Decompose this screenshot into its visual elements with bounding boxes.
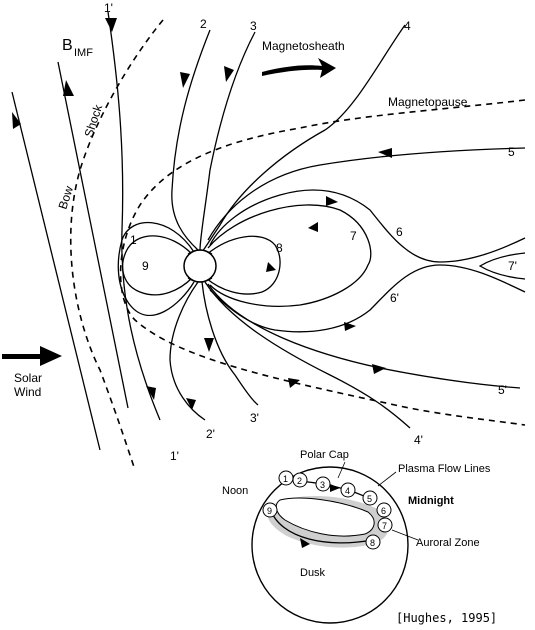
field-line-1	[117, 221, 195, 317]
line-number-1p-top: 1'	[104, 1, 113, 15]
solar-wind-arrow	[2, 346, 62, 366]
plasma-flow-lines-label: Plasma Flow Lines	[398, 463, 491, 475]
inset-circle-7	[377, 517, 393, 533]
inset-circle-4	[340, 482, 356, 498]
field-line-3p	[201, 281, 259, 406]
inset-flow-line-2	[269, 507, 373, 544]
inset-circle-label-8: 8	[370, 538, 375, 548]
line-number-6p: 6'	[390, 291, 399, 305]
line-number-4p: 4'	[414, 433, 423, 447]
line-number-1: 1	[130, 233, 137, 247]
arrow-6	[308, 222, 318, 232]
auroral-zone-pointer	[391, 529, 419, 541]
line-number-4: 4	[404, 19, 411, 33]
inset-circle-8	[365, 534, 381, 550]
field-line-4p	[204, 281, 411, 429]
inset-arrow-1	[300, 538, 310, 548]
field-line-8	[205, 235, 281, 295]
line-number-7p: 7'	[508, 259, 517, 273]
field-line-9	[122, 235, 193, 296]
field-line-5	[207, 147, 526, 241]
b-imf-label: B	[62, 37, 73, 54]
inset-circle-label-4: 4	[345, 486, 350, 496]
bow-label: Bow	[56, 184, 77, 211]
line-number-5: 5	[508, 145, 515, 159]
inset-circle-2	[292, 472, 308, 488]
imf-line-2	[57, 61, 129, 409]
arrow-3p	[204, 338, 214, 352]
inset-circle-5	[362, 490, 378, 506]
inset-circle-label-5: 5	[367, 494, 372, 504]
arrow-4p	[288, 378, 300, 388]
auroral-zone-label: Auroral Zone	[416, 537, 480, 549]
imf-arrow-1	[12, 112, 21, 129]
shock-label: Shock	[82, 102, 106, 139]
midnight-label: Midnight	[408, 495, 454, 507]
line-number-3: 3	[250, 19, 257, 33]
arrow-3	[224, 66, 234, 82]
magnetosheath-flow-arrow	[262, 58, 336, 78]
inset-arrow-2	[330, 484, 340, 492]
b-imf-subscript: IMF	[74, 47, 93, 59]
line-number-7: 7	[350, 229, 357, 243]
magnetosheath-label: Magnetosheath	[262, 39, 345, 53]
inset-circle-label-9: 9	[267, 506, 272, 516]
line-number-2p: 2'	[206, 427, 215, 441]
solar-wind-label-2: Wind	[14, 385, 41, 399]
arrow-5p	[372, 364, 386, 374]
arrow-2p	[186, 398, 196, 410]
field-line-2p	[169, 281, 206, 421]
line-number-8: 8	[276, 241, 283, 255]
inset-circle-3	[315, 476, 331, 492]
polar-cap-label: Polar Cap	[300, 449, 349, 461]
polar-cap-loop	[275, 497, 375, 537]
inset-circle-label-3: 3	[320, 480, 325, 490]
polar-cap-pointer	[337, 461, 346, 479]
inset-circle-label-2: 2	[297, 476, 302, 486]
plasma-flow-pointer	[377, 471, 397, 487]
arrow-1p-top	[105, 18, 117, 32]
citation: [Hughes, 1995]	[396, 611, 497, 625]
imf-arrow-2	[63, 80, 74, 96]
inset-circle-6	[376, 502, 392, 518]
arrow-8	[266, 262, 276, 272]
arrow-2	[180, 72, 190, 88]
arrow-7	[326, 196, 338, 206]
imf-line-1	[11, 91, 101, 451]
earth	[183, 249, 217, 283]
dusk-label: Dusk	[300, 567, 326, 579]
field-line-1p	[107, 11, 161, 421]
line-number-2: 2	[200, 17, 207, 31]
line-number-1p-bottom: 1'	[170, 449, 179, 463]
field-line-7	[207, 204, 372, 307]
polar-cap-inset: 1 2 3 4 5 6 7 8 9 Polar Cap Plasma Flow …	[222, 449, 491, 624]
field-line-3	[199, 31, 256, 251]
arrow-1p-bottom	[146, 386, 156, 400]
magnetopause	[119, 99, 526, 426]
line-number-3p: 3'	[250, 411, 259, 425]
inset-circle-label-6: 6	[381, 506, 386, 516]
field-line-7p	[478, 252, 526, 280]
imf-field-lines	[11, 61, 129, 451]
arrow-5	[378, 148, 392, 158]
field-line-6	[209, 189, 526, 263]
inset-circle-label-1: 1	[283, 474, 288, 484]
line-number-9: 9	[142, 259, 149, 273]
line-number-5p: 5'	[498, 383, 507, 397]
field-line-4	[201, 24, 406, 253]
inset-circle-label-7: 7	[382, 521, 387, 531]
solar-wind-label-1: Solar	[14, 371, 42, 385]
field-line-2	[171, 29, 211, 251]
field-line-6p	[209, 264, 526, 333]
line-number-6: 6	[396, 225, 403, 239]
bow-shock	[69, 19, 164, 471]
noon-label: Noon	[222, 485, 248, 497]
magnetopause-label: Magnetopause	[388, 95, 468, 109]
inset-circle-9	[262, 502, 278, 518]
arrow-6p	[344, 322, 356, 331]
